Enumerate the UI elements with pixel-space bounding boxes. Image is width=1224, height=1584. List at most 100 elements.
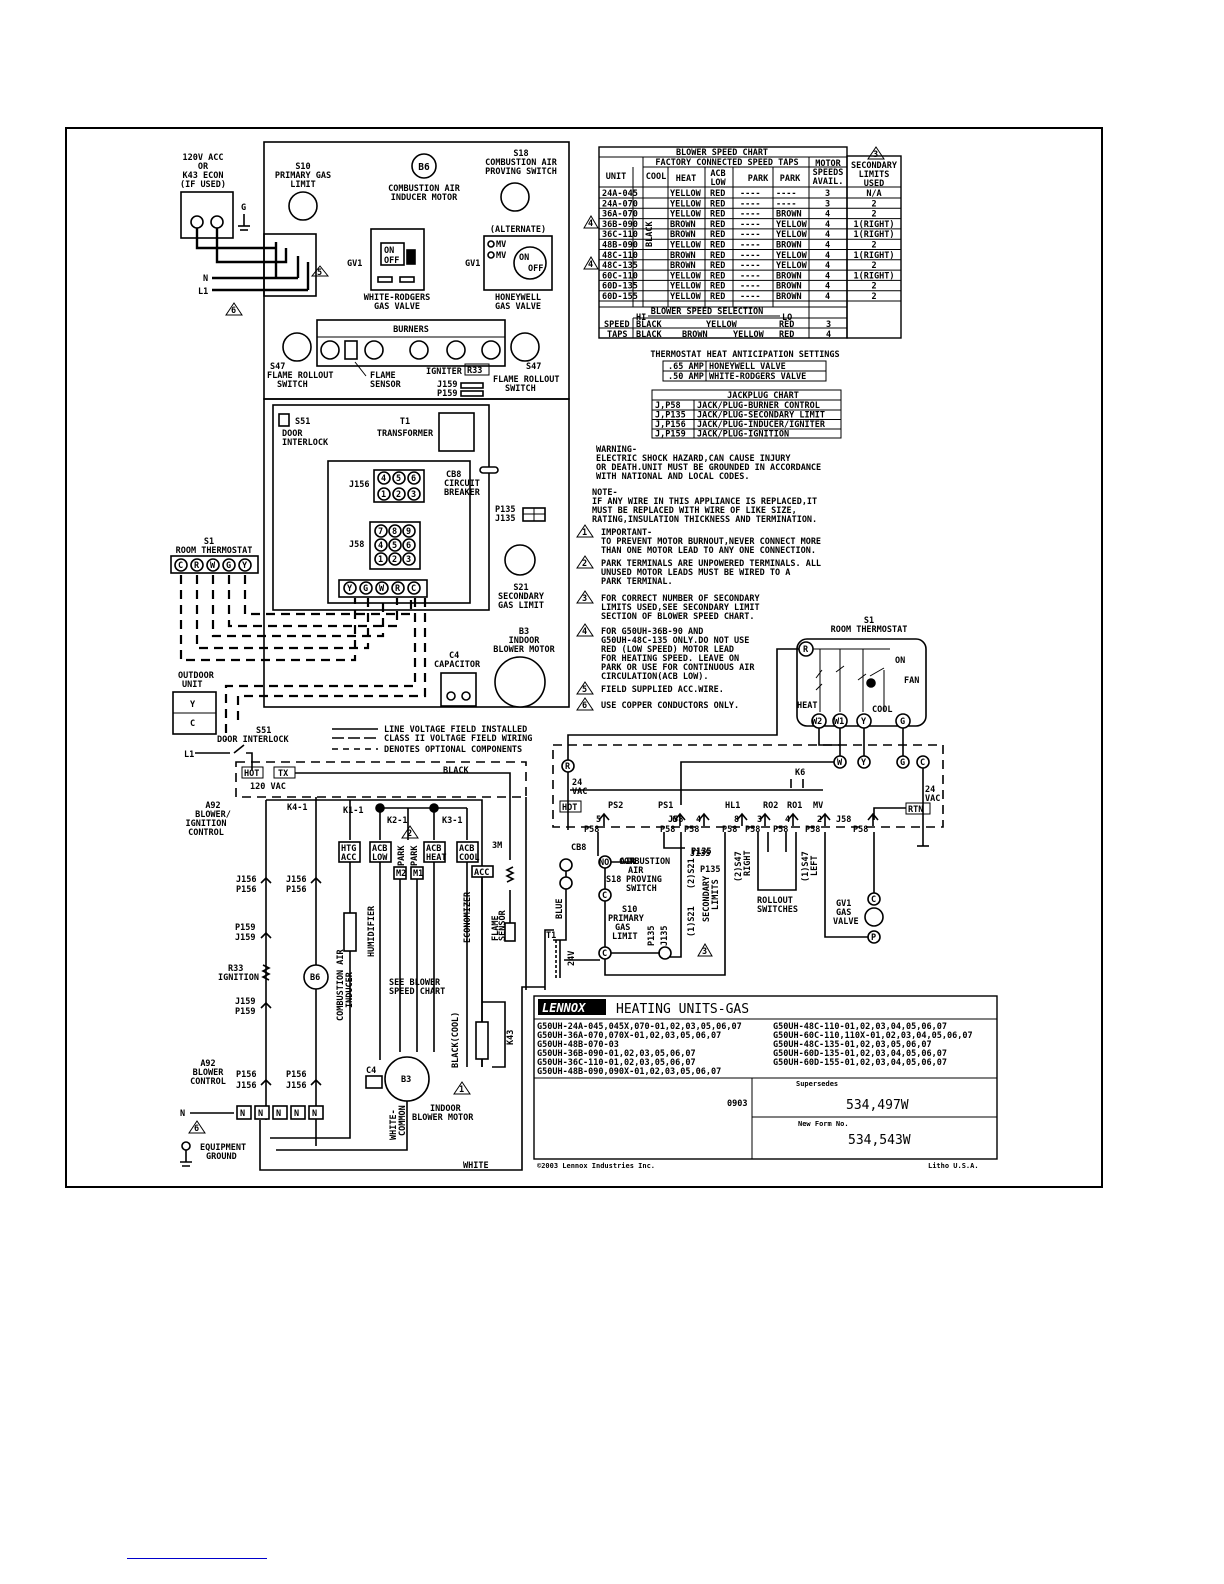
chart-park: ---- (740, 271, 760, 281)
svg-text:YELLOW: YELLOW (733, 330, 765, 340)
svg-text:K4-1: K4-1 (287, 803, 307, 813)
lower-left-connectors (260, 876, 322, 1086)
svg-text:BLACK: BLACK (645, 221, 655, 247)
svg-text:PARK: PARK (780, 174, 801, 184)
svg-text:SECONDARY: SECONDARY (498, 592, 545, 602)
svg-text:4: 4 (588, 219, 593, 229)
note-line: PARK TERMINALS ARE UNPOWERED TERMINALS. … (601, 559, 821, 569)
pin-number: 4 (785, 815, 790, 825)
chart-speeds: 3 (825, 189, 830, 199)
svg-text:WHITE-RODGERS VALVE: WHITE-RODGERS VALVE (709, 372, 806, 382)
svg-text:HONEYWELL: HONEYWELL (495, 293, 541, 303)
model-line: G50UH-60D-155-01,02,03,04,05,06,07 (773, 1058, 947, 1068)
svg-text:J58: J58 (349, 540, 364, 550)
svg-text:C: C (190, 719, 195, 729)
s1-terminal (206, 558, 220, 572)
note-line: USE COPPER CONDUCTORS ONLY. (601, 701, 739, 711)
j156-pin-label: 4 (381, 474, 386, 484)
svg-text:GAS: GAS (615, 923, 630, 933)
j156-pin-label: 6 (411, 474, 416, 484)
note-line: SECTION OF BLOWER SPEED CHART. (601, 612, 755, 622)
chart-park2: YELLOW (776, 251, 808, 261)
svg-text:L1: L1 (184, 750, 194, 760)
svg-text:AVAIL.: AVAIL. (813, 177, 844, 187)
svg-text:LIMITS: LIMITS (859, 170, 890, 180)
svg-text:ON: ON (895, 656, 905, 666)
model-line: G50UH-36B-090-01,02,03,05,06,07 (537, 1049, 696, 1059)
svg-text:HEAT: HEAT (797, 701, 817, 711)
svg-text:BLOWER: BLOWER (193, 1068, 225, 1078)
svg-text:LINE VOLTAGE FIELD INSTALLED: LINE VOLTAGE FIELD INSTALLED (384, 725, 527, 735)
svg-text:S1: S1 (204, 537, 214, 547)
chart-acb-low: RED (710, 230, 725, 240)
svg-text:SEE BLOWER: SEE BLOWER (389, 978, 441, 988)
svg-text:GV1: GV1 (347, 259, 362, 269)
cb8-breaker-icon (479, 466, 499, 474)
pin-number: 2 (817, 815, 822, 825)
svg-text:DOOR INTERLOCK: DOOR INTERLOCK (217, 735, 290, 745)
svg-text:C4: C4 (449, 651, 459, 661)
chart-acb-low: RED (710, 189, 725, 199)
svg-text:WHITE: WHITE (463, 1161, 489, 1171)
j58-pin (374, 552, 388, 566)
svg-text:6: 6 (231, 306, 236, 316)
j58-pin (402, 538, 416, 552)
svg-text:COMBUSTION AIR: COMBUSTION AIR (388, 184, 461, 194)
note-number: 4 (582, 627, 587, 637)
svg-text:ROLLOUT: ROLLOUT (757, 896, 793, 906)
chart-limits: 2 (871, 199, 876, 209)
j58-pin (374, 538, 388, 552)
note-line: FOR HEATING SPEED. LEAVE ON (601, 654, 739, 664)
svg-text:SWITCHES: SWITCHES (757, 905, 798, 915)
svg-text:HOT: HOT (244, 769, 259, 779)
l1-label: L1 (198, 287, 208, 297)
note-line: PARK TERMINAL. (601, 577, 673, 587)
svg-text:J156: J156 (236, 875, 256, 885)
svg-text:C: C (920, 758, 925, 768)
svg-text:NO: NO (599, 858, 609, 868)
svg-text:M2: M2 (396, 869, 406, 879)
svg-text:B3: B3 (519, 627, 529, 637)
chart-acb-low: RED (710, 241, 725, 251)
p58-label: P58 (805, 825, 820, 835)
neutral-terminal-label: N (240, 1109, 245, 1119)
svg-text:4: 4 (588, 260, 593, 270)
strip-terminal (343, 581, 357, 595)
svg-text:6: 6 (194, 1124, 199, 1134)
svg-text:PRIMARY GAS: PRIMARY GAS (275, 171, 331, 181)
note-number: 6 (582, 701, 587, 711)
svg-text:RIGHT: RIGHT (743, 850, 753, 876)
model-line: G50UH-48C-110-01,02,03,04,05,06,07 (773, 1022, 947, 1032)
chart-limits: 1(RIGHT) (854, 220, 895, 230)
note-line: PARK OR USE FOR CONTINUOUS AIR (601, 663, 755, 673)
svg-text:Supersedes: Supersedes (796, 1080, 838, 1088)
svg-text:0903: 0903 (727, 1099, 747, 1109)
acc-label-3: K43 ECON (183, 171, 224, 181)
svg-text:LEFT: LEFT (810, 856, 820, 876)
chart-speeds: 4 (825, 220, 830, 230)
chart-park2: BROWN (776, 282, 802, 292)
s1-terminal (190, 558, 204, 572)
s1-terminal-label: W (210, 561, 216, 571)
b3-blower-motor-icon (494, 656, 546, 708)
model-line: G50UH-36C-110-01,02,03,05,06,07 (537, 1058, 696, 1068)
svg-text:SENSOR: SENSOR (370, 380, 402, 390)
svg-text:FACTORY CONNECTED SPEED TAPS: FACTORY CONNECTED SPEED TAPS (655, 158, 798, 168)
j58-pin (402, 552, 416, 566)
svg-text:CIRCUIT: CIRCUIT (444, 479, 480, 489)
svg-text:FLAME ROLLOUT: FLAME ROLLOUT (267, 371, 334, 381)
jackplug-code: J,P159 (655, 430, 686, 440)
svg-text:AIR: AIR (628, 866, 644, 876)
j58-pin-label: 2 (392, 555, 397, 565)
chart-speeds: 4 (825, 261, 830, 271)
svg-text:ACC: ACC (474, 868, 489, 878)
s1-terminal-label: G (226, 561, 231, 571)
svg-text:W1: W1 (834, 717, 844, 727)
svg-text:BLOWER SPEED SELECTION: BLOWER SPEED SELECTION (651, 307, 764, 317)
j58-pin-label: 5 (392, 541, 397, 551)
note-triangle (576, 623, 594, 637)
svg-text:J156: J156 (236, 1081, 256, 1091)
svg-text:LIMITS: LIMITS (711, 879, 721, 910)
svg-text:CONTROL: CONTROL (190, 1077, 226, 1087)
